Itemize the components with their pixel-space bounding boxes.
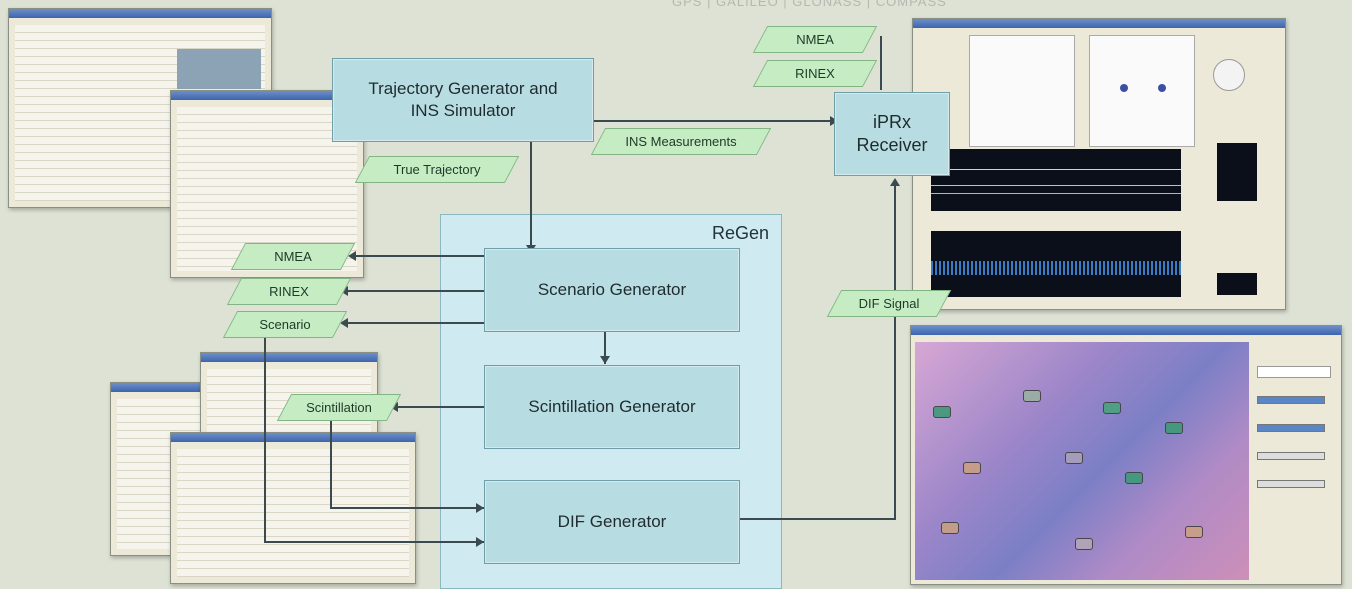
connector-scenario-to-nmea xyxy=(354,255,484,257)
ins-measurements-data: INS Measurements xyxy=(590,128,772,155)
true-trajectory-label: True Trajectory xyxy=(393,162,481,177)
receiver-label: iPRx Receiver xyxy=(856,111,928,155)
connector-scenariofile-down xyxy=(264,338,266,542)
scintillation-label: Scintillation xyxy=(306,400,372,415)
connector-scenario-to-rinex xyxy=(346,290,484,292)
connector-scintfile-down xyxy=(330,418,332,508)
connector-scint-to-scintfile xyxy=(396,406,484,408)
connector-scintfile-to-dif xyxy=(330,507,484,509)
scintillation-generator-label: Scintillation Generator xyxy=(528,397,696,416)
nmea-left-label: NMEA xyxy=(274,249,312,264)
true-trajectory-data: True Trajectory xyxy=(354,156,520,183)
connector-dif-up xyxy=(894,180,896,520)
dif-generator-box: DIF Generator xyxy=(484,480,740,564)
dif-generator-label: DIF Generator xyxy=(557,512,667,531)
scenario-generator-label: Scenario Generator xyxy=(537,280,687,299)
ins-measurements-label: INS Measurements xyxy=(625,134,737,149)
nmea-top-data: NMEA xyxy=(752,26,878,53)
connector-traj-to-receiver xyxy=(592,120,830,122)
receiver-app-window xyxy=(912,18,1286,310)
receiver-box: iPRx Receiver xyxy=(834,92,950,176)
scintillation-generator-box: Scintillation Generator xyxy=(484,365,740,449)
nmea-top-label: NMEA xyxy=(796,32,834,47)
connector-scenario-to-scint xyxy=(604,330,606,364)
dif-signal-label: DIF Signal xyxy=(858,296,920,311)
scenario-label: Scenario xyxy=(259,317,311,332)
map-app-window xyxy=(910,325,1342,585)
rinex-top-label: RINEX xyxy=(795,66,835,81)
rinex-top-data: RINEX xyxy=(752,60,878,87)
nmea-left-data: NMEA xyxy=(230,243,356,270)
world-map xyxy=(915,342,1249,580)
connector-scenariofile-to-dif xyxy=(264,541,484,543)
trajectory-generator-box: Trajectory Generator and INS Simulator xyxy=(332,58,594,142)
scintillation-data: Scintillation xyxy=(276,394,402,421)
scope-plot-upper xyxy=(931,149,1181,211)
rinex-left-label: RINEX xyxy=(269,284,309,299)
connector-receiver-to-nmea xyxy=(880,36,882,90)
scope-plot-lower xyxy=(931,231,1181,297)
scenario-generator-box: Scenario Generator xyxy=(484,248,740,332)
dif-app-window xyxy=(170,432,416,584)
connector-scenario-to-scenariofile xyxy=(346,322,484,324)
header-partial-text: GPS | GALILEO | GLONASS | COMPASS xyxy=(672,0,947,9)
dif-signal-data: DIF Signal xyxy=(826,290,952,317)
regen-label: ReGen xyxy=(711,223,769,243)
connector-traj-to-scenario xyxy=(530,140,532,245)
scenario-data: Scenario xyxy=(222,311,348,338)
rinex-left-data: RINEX xyxy=(226,278,352,305)
connector-dif-right xyxy=(738,518,896,520)
trajectory-generator-label: Trajectory Generator and INS Simulator xyxy=(368,78,558,120)
